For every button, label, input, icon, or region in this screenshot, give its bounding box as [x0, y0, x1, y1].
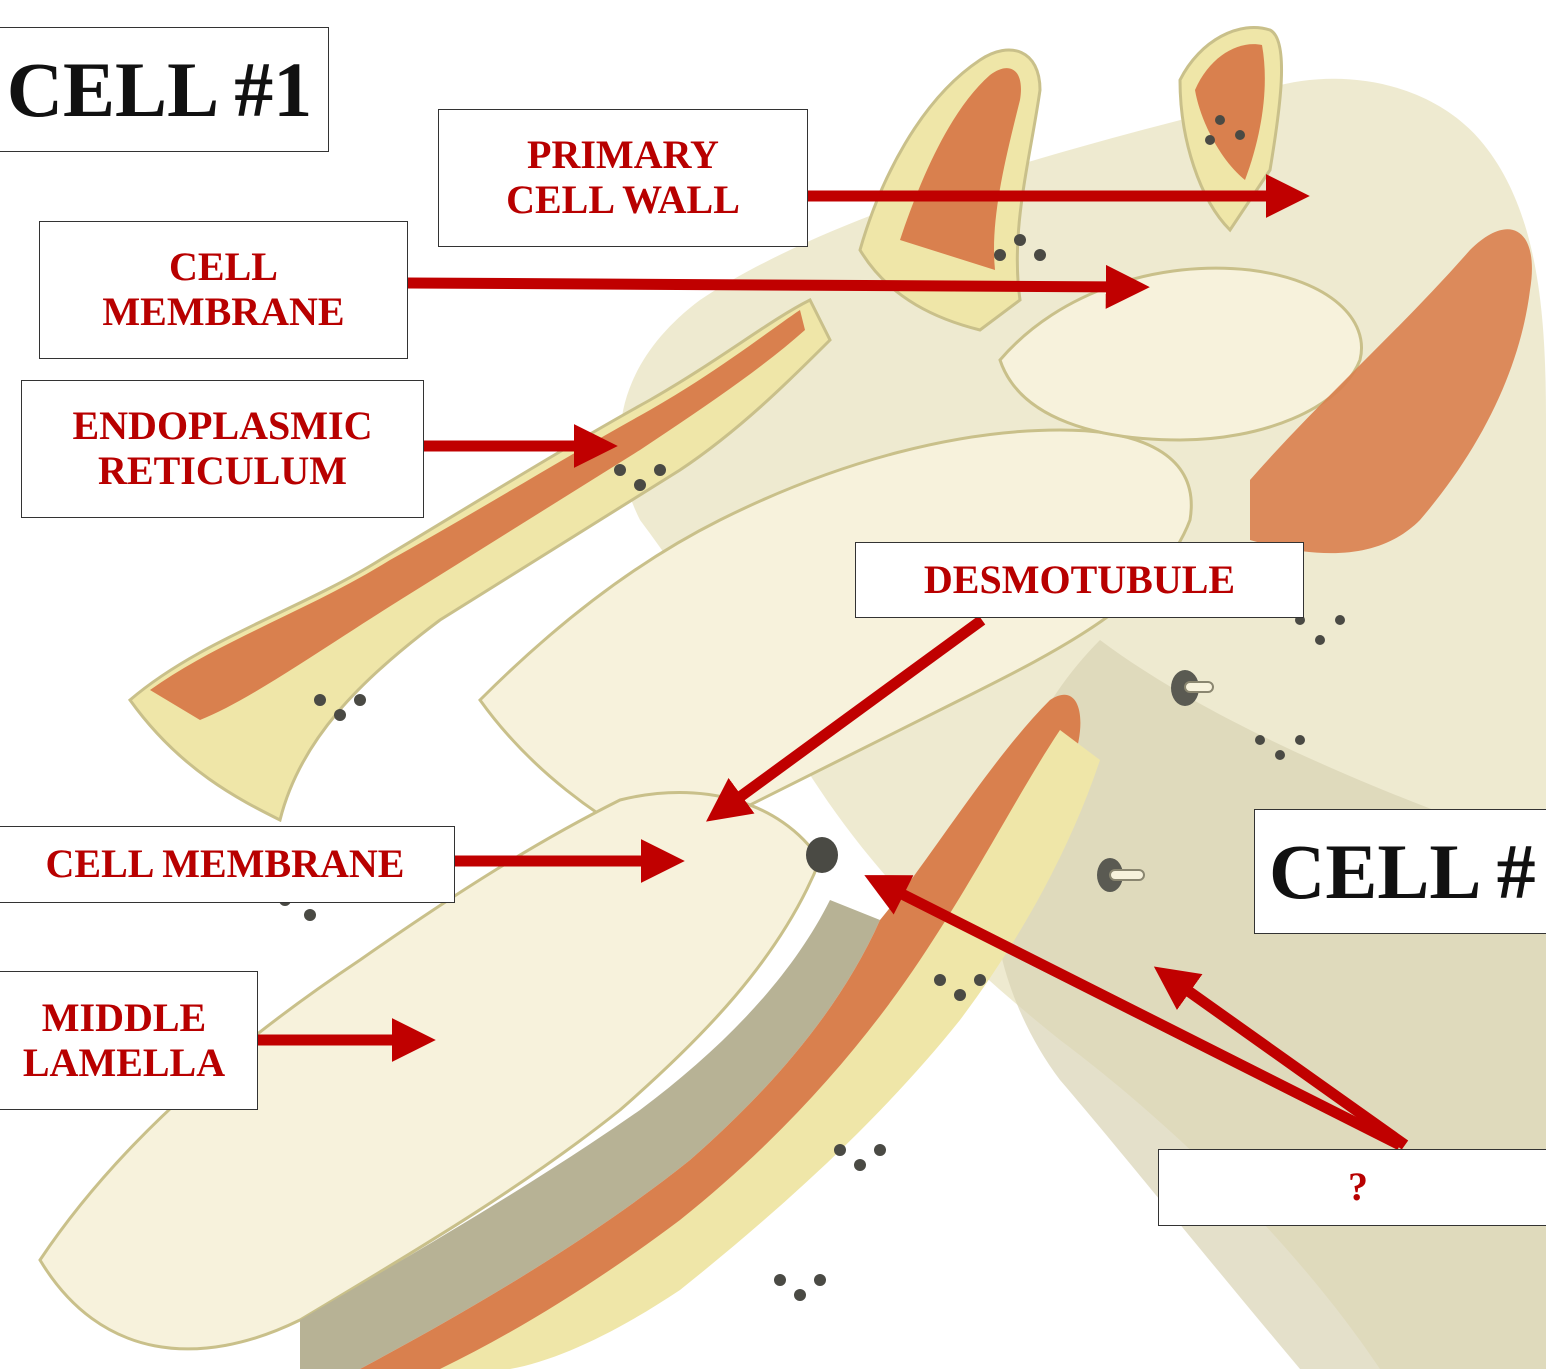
endoplasmic-reticulum-label: ENDOPLASMIC RETICULUM	[21, 380, 424, 518]
primary-cell-wall-label: PRIMARY CELL WALL	[438, 109, 808, 247]
desmotubule-label: DESMOTUBULE	[855, 542, 1304, 618]
cell-2-label: CELL #	[1254, 809, 1546, 934]
unknown-structure-label: ?	[1158, 1149, 1546, 1226]
cell-membrane-top-label: CELL MEMBRANE	[39, 221, 408, 359]
cell-membrane-bottom-label: CELL MEMBRANE	[0, 826, 455, 903]
cell-1-label: CELL #1	[0, 27, 329, 152]
middle-lamella-label: MIDDLE LAMELLA	[0, 971, 258, 1110]
arrow-cell-membrane-top	[408, 283, 1130, 287]
